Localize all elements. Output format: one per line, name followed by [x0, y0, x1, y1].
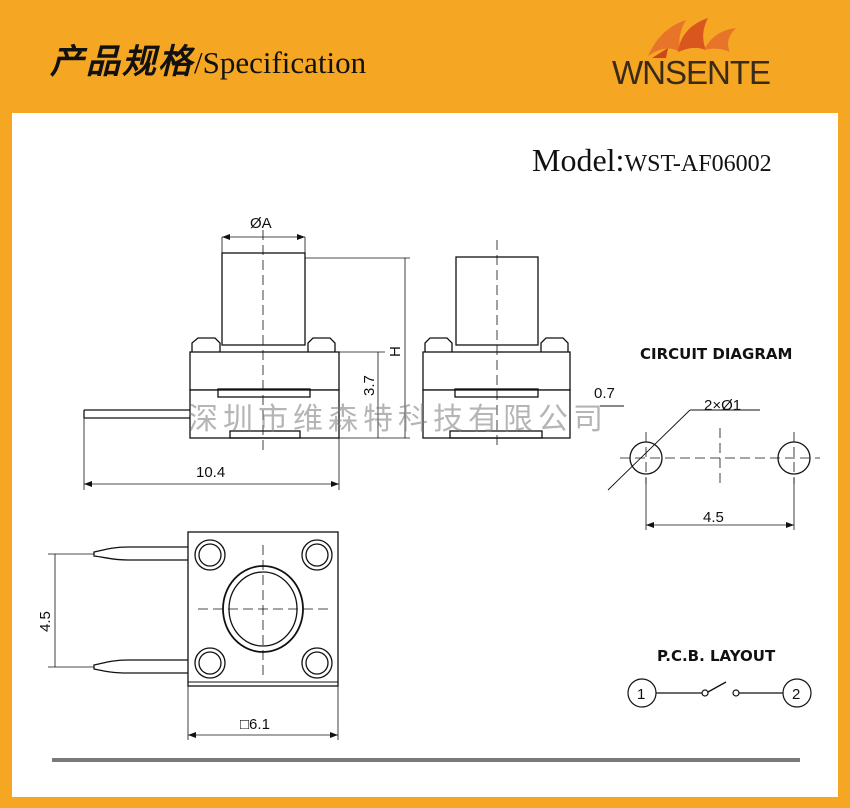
dim-hole-spec: 2×Ø1: [704, 397, 741, 414]
dim-height: H: [387, 346, 404, 357]
pcb-pin-1: 1: [637, 686, 645, 703]
watermark-text: 深圳市维森特科技有限公司: [188, 402, 608, 437]
top-view: [48, 531, 339, 740]
pcb-layout-title: P.C.B. LAYOUT: [657, 647, 776, 665]
dim-body-height: 3.7: [361, 375, 378, 396]
dim-body-width: □6.1: [240, 716, 270, 733]
title-english: /Specification: [194, 45, 367, 80]
bottom-rule: [52, 758, 800, 762]
switch-schematic: [627, 678, 812, 708]
model-label: Model:: [532, 142, 625, 178]
brand-name: WNSENTE: [612, 54, 771, 91]
circuit-diagram-title: CIRCUIT DIAGRAM: [640, 345, 792, 363]
page-title: 产品规格/Specification: [50, 34, 366, 83]
dim-pin-pitch: 4.5: [37, 611, 54, 632]
title-chinese: 产品规格: [50, 42, 194, 82]
model-value: WST-AF06002: [624, 151, 772, 177]
front-view: [83, 230, 410, 490]
brand-logo-icon: [648, 18, 736, 58]
side-view: [422, 240, 571, 445]
dim-total-length: 10.4: [196, 464, 225, 481]
pcb-pin-2: 2: [792, 686, 800, 703]
spec-sheet: [12, 113, 838, 797]
hole-layout: [600, 405, 820, 530]
dim-hole-pitch: 4.5: [703, 509, 724, 526]
model-line: Model:WST-AF06002: [532, 142, 772, 179]
dim-pin-thickness: 0.7: [594, 385, 615, 402]
dim-button-diameter: ØA: [250, 215, 272, 232]
